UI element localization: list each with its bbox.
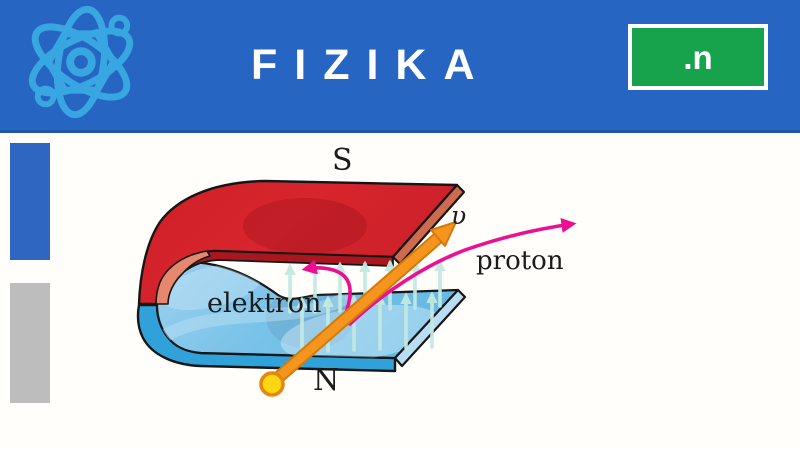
electron-path-arrow bbox=[301, 259, 352, 323]
south-pole-label: S bbox=[332, 143, 353, 178]
charge-origin-dot bbox=[259, 371, 285, 397]
proton-path-arrow bbox=[348, 217, 577, 326]
red-face-watermark bbox=[243, 198, 367, 254]
velocity-arrow bbox=[259, 221, 457, 397]
gray-accent-bar bbox=[10, 283, 50, 403]
proton-label: proton bbox=[476, 246, 564, 276]
blue-accent-bar bbox=[10, 143, 50, 260]
channel-badge-label: .n bbox=[683, 38, 713, 76]
velocity-label: υ bbox=[451, 201, 467, 230]
header-banner: FIZIKA .n bbox=[0, 0, 800, 133]
magnet-north-pole bbox=[136, 260, 467, 373]
electron-label: elektron bbox=[207, 288, 322, 319]
atom-icon bbox=[28, 5, 134, 119]
page-title: FIZIKA bbox=[251, 41, 492, 89]
north-pole-label: N bbox=[313, 363, 340, 398]
channel-badge: .n bbox=[628, 24, 768, 90]
magnet-south-pole bbox=[137, 179, 466, 306]
